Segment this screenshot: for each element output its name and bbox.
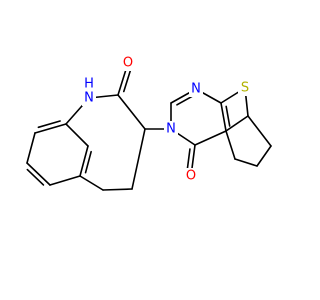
bond-c5-c4 bbox=[102, 188, 133, 191]
bond-bb-bc bbox=[26, 132, 36, 164]
atom-label-n3: N bbox=[191, 82, 201, 97]
atom-label-n2: N bbox=[166, 122, 176, 137]
bond-c3-c1 bbox=[117, 94, 146, 130]
bond-be-c5 bbox=[79, 175, 104, 191]
bond-double-ba-bb bbox=[37, 120, 61, 129]
atom-n3: N bbox=[189, 81, 203, 97]
bond-c11-c12 bbox=[225, 130, 236, 160]
bond-c10-c11 bbox=[234, 158, 258, 167]
atom-label-n1-line1: N bbox=[84, 91, 94, 106]
bond-bf-ba bbox=[65, 123, 89, 147]
atom-n2: N bbox=[164, 121, 178, 137]
bond-double-bc-bd bbox=[26, 168, 45, 186]
bond-double-c13-o2 bbox=[186, 148, 191, 172]
bond-layer bbox=[26, 62, 272, 191]
bond-ba-bb bbox=[34, 123, 67, 134]
bond-be-bf bbox=[79, 145, 89, 177]
bond-c7-c12 bbox=[220, 102, 227, 132]
bond-double-c7-c12 bbox=[225, 105, 231, 127]
atom-label-o1: O bbox=[123, 56, 133, 71]
atom-label-s1: S bbox=[241, 81, 249, 96]
atom-n1: HN bbox=[82, 76, 96, 106]
atom-s1: S bbox=[238, 80, 252, 96]
bond-c8-c9 bbox=[247, 115, 272, 147]
atom-o2: O bbox=[184, 168, 198, 184]
bond-bc-bd bbox=[26, 162, 51, 186]
bond-double-be-bf bbox=[84, 150, 92, 174]
atom-o1: O bbox=[121, 55, 135, 71]
bond-c4-c3 bbox=[131, 128, 146, 190]
bond-c9-c10 bbox=[256, 145, 272, 167]
atom-label-n1-line0: H bbox=[84, 77, 94, 92]
bond-bd-be bbox=[49, 175, 81, 186]
bond-c8-c12 bbox=[225, 115, 249, 132]
bond-double-c1-o1 bbox=[122, 68, 132, 93]
atom-label-o2: O bbox=[186, 169, 196, 184]
bond-c12-c13 bbox=[194, 130, 227, 146]
